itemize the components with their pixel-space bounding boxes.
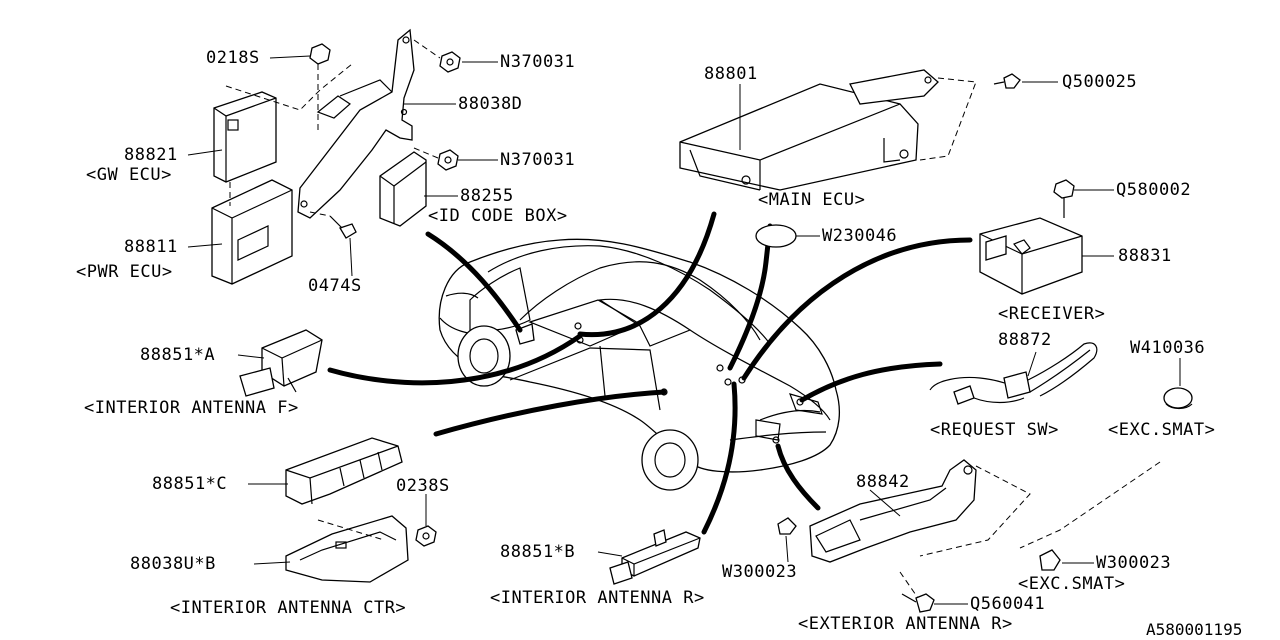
- caption-receiver: <RECEIVER>: [998, 304, 1106, 324]
- diagram-code: A580001195: [1146, 620, 1243, 639]
- part-number-88831: 88831: [1118, 246, 1172, 266]
- caption-main-ecu: <MAIN ECU>: [758, 190, 866, 210]
- vehicle-illustration: [438, 238, 841, 491]
- part-number-0218s: 0218S: [206, 48, 260, 68]
- caption-exterior-antenna-r: <EXTERIOR ANTENNA R>: [798, 614, 1013, 634]
- part-number-88038d: 88038D: [458, 94, 523, 114]
- caption-exc-smat-2: <EXC.SMAT>: [1018, 574, 1126, 594]
- exterior-antenna-r-88842: [809, 459, 1161, 599]
- pad-w230046: [755, 224, 797, 248]
- connection-wires: [327, 211, 973, 535]
- interior-antenna-r-88851b: [609, 529, 701, 585]
- caption-interior-antenna-r: <INTERIOR ANTENNA R>: [490, 588, 705, 608]
- part-number-n370031-top: N370031: [500, 52, 576, 72]
- part-number-88821: 88821: [124, 145, 178, 165]
- part-number-w230046: W230046: [822, 226, 898, 246]
- caption-exc-smat-1: <EXC.SMAT>: [1108, 420, 1216, 440]
- part-number-88872: 88872: [998, 330, 1052, 350]
- part-number-88255: 88255: [460, 186, 514, 206]
- part-number-q560041: Q560041: [970, 594, 1046, 614]
- bolt-0218s: [309, 43, 331, 130]
- bolt-q500025: [993, 73, 1021, 89]
- part-number-88851b: 88851*B: [500, 542, 576, 562]
- caption-interior-antenna-f: <INTERIOR ANTENNA F>: [84, 398, 299, 418]
- leader-lines: [187, 55, 1181, 605]
- nut-0238s: [415, 525, 437, 547]
- part-number-88811: 88811: [124, 237, 178, 257]
- id-code-box-88255: [379, 151, 427, 227]
- nut-n370031-mid: [413, 147, 459, 171]
- part-number-88842: 88842: [856, 472, 910, 492]
- main-ecu-88801: [679, 69, 977, 191]
- clip-w300023-left: [777, 517, 797, 535]
- receiver-88831: [979, 217, 1083, 295]
- bracket-88038d: [297, 28, 415, 219]
- bolt-q580002: [1053, 179, 1075, 218]
- part-number-0238s: 0238S: [396, 476, 450, 496]
- caption-request-sw: <REQUEST SW>: [930, 420, 1059, 440]
- part-number-w300023-left: W300023: [722, 562, 798, 582]
- bolt-q560041: [901, 593, 935, 613]
- part-number-q580002: Q580002: [1116, 180, 1192, 200]
- nut-n370031-top: [413, 39, 461, 73]
- part-number-88851a: 88851*A: [140, 345, 216, 365]
- part-number-w410036: W410036: [1130, 338, 1206, 358]
- gw-ecu-88821: [213, 63, 353, 183]
- part-number-0474s: 0474S: [308, 276, 362, 296]
- part-number-n370031-mid: N370031: [500, 150, 576, 170]
- caption-interior-antenna-ctr: <INTERIOR ANTENNA CTR>: [170, 598, 407, 618]
- bracket-88038u-b: [285, 515, 409, 583]
- part-number-88851c: 88851*C: [152, 474, 228, 494]
- part-number-w300023-right: W300023: [1096, 553, 1172, 573]
- part-number-88038u-b: 88038U*B: [130, 554, 216, 574]
- cap-w410036: [1163, 387, 1193, 410]
- pwr-ecu-88811: [211, 179, 293, 285]
- caption-gw-ecu: <GW ECU>: [86, 165, 172, 185]
- caption-id-code-box: <ID CODE BOX>: [428, 206, 568, 226]
- request-sw-88872: [929, 342, 1098, 405]
- screw-0474s: [309, 211, 357, 239]
- part-number-q500025: Q500025: [1062, 72, 1138, 92]
- interior-antenna-f-88851a: [239, 329, 323, 397]
- caption-pwr-ecu: <PWR ECU>: [76, 262, 173, 282]
- interior-antenna-ctr-88851c: [285, 437, 403, 505]
- clip-w300023-right: [1039, 549, 1061, 571]
- part-number-88801: 88801: [704, 64, 758, 84]
